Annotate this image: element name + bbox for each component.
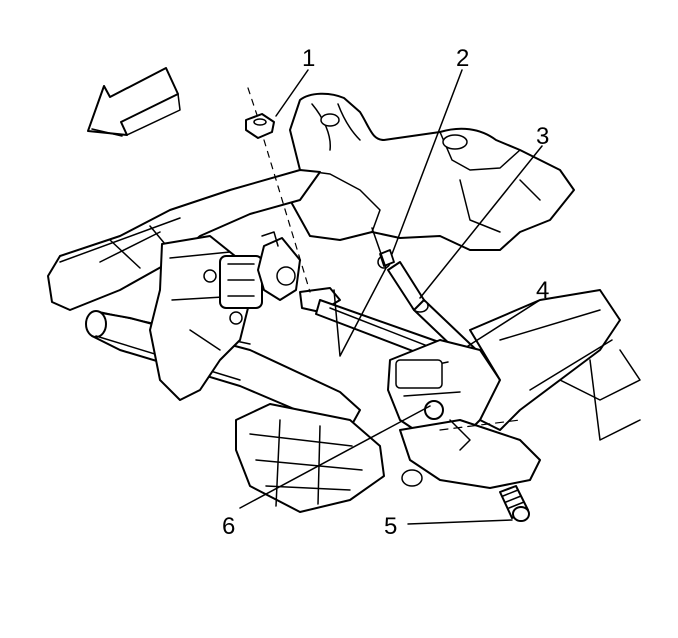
- bolt: [499, 485, 530, 522]
- callout-4: 4: [536, 277, 549, 304]
- callout-3: 3: [536, 123, 549, 150]
- nut: [245, 87, 311, 293]
- frame-rail-right: [399, 289, 641, 489]
- front-direction-arrow-icon: [87, 67, 181, 137]
- callout-1: 1: [302, 45, 315, 72]
- clearance-marks: [333, 227, 521, 451]
- steering-knuckle-right: [387, 339, 501, 441]
- upper-crossmember: [289, 92, 575, 251]
- steering-gear-bracket: [149, 235, 263, 401]
- idler-arm-area: [257, 231, 341, 313]
- callout-6: 6: [222, 513, 235, 540]
- leader-lines: [239, 69, 543, 525]
- callout-5: 5: [384, 513, 397, 540]
- frame-rail-lower: [235, 403, 385, 513]
- callout-2: 2: [456, 45, 469, 72]
